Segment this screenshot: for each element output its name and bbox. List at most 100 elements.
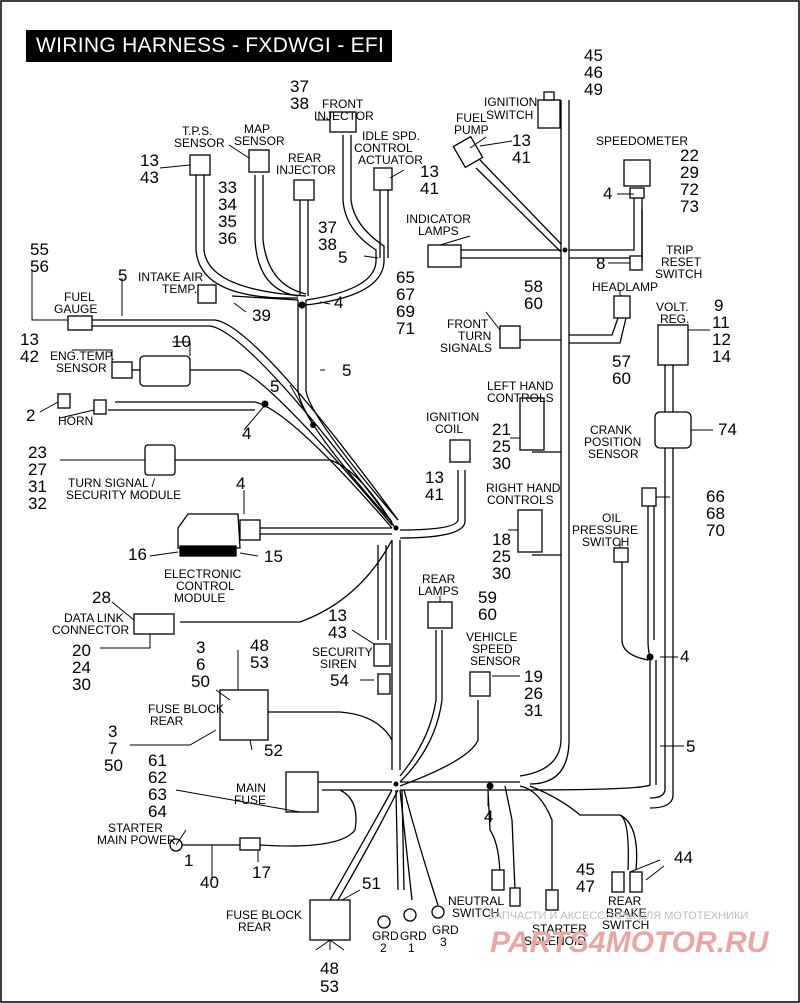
label-oil-pressure: SWITCH bbox=[582, 535, 629, 549]
ref-number: 65 bbox=[396, 268, 415, 287]
ref-number: 13 bbox=[328, 606, 347, 625]
ref-number: 30 bbox=[492, 564, 511, 583]
ref-number: 34 bbox=[218, 195, 237, 214]
label-vehicle-speed: SPEED bbox=[472, 642, 513, 656]
label-headlamp: HEADLAMP bbox=[592, 280, 658, 294]
ref-number: 41 bbox=[420, 179, 439, 198]
ref-number: 48 bbox=[250, 636, 269, 655]
ref-number: 12 bbox=[712, 330, 731, 349]
ref-number: 15 bbox=[264, 547, 283, 566]
ref-number: 30 bbox=[492, 454, 511, 473]
label-map-sensor: MAP bbox=[244, 122, 270, 136]
component-labels: IGNITION SWITCH 45 46 49 FUEL PUMP 13 41… bbox=[20, 46, 737, 996]
diagram-title: WIRING HARNESS - FXDWGI - EFI bbox=[26, 30, 392, 62]
label-idle-speed: IDLE SPD. bbox=[362, 129, 420, 143]
ref-number: 25 bbox=[492, 547, 511, 566]
label-fuse-block-rear: REAR bbox=[238, 920, 272, 934]
label-turn-security: TURN SIGNAL / bbox=[68, 476, 156, 490]
ref-number: 13 bbox=[512, 131, 531, 150]
label-rear-brake: REAR bbox=[608, 894, 642, 908]
ref-number: 37 bbox=[290, 77, 309, 96]
harness-wires bbox=[92, 100, 674, 906]
label-data-link: CONNECTOR bbox=[52, 623, 129, 637]
ref-number: 70 bbox=[706, 521, 725, 540]
ref-number: 63 bbox=[148, 785, 167, 804]
label-starter-main: MAIN POWER bbox=[97, 833, 176, 847]
label-right-controls: RIGHT HAND bbox=[486, 481, 561, 495]
ref-number: 11 bbox=[712, 313, 730, 332]
ref-number: 61 bbox=[148, 751, 167, 770]
ref-number: 4 bbox=[242, 424, 251, 443]
ref-number: 42 bbox=[20, 347, 39, 366]
label-ground: GRD bbox=[432, 923, 459, 937]
ref-number: 58 bbox=[524, 277, 543, 296]
label-ground: 3 bbox=[440, 935, 447, 949]
label-neutral-switch: SWITCH bbox=[452, 906, 499, 920]
label-tps-sensor: T.P.S. bbox=[182, 124, 212, 138]
label-oil-pressure: PRESSURE bbox=[572, 523, 638, 537]
ref-number: 43 bbox=[140, 168, 159, 187]
ref-number: 56 bbox=[30, 257, 49, 276]
ref-number: 19 bbox=[524, 667, 543, 686]
label-tps-sensor: SENSOR bbox=[174, 136, 225, 150]
ref-number: 13 bbox=[425, 468, 444, 487]
label-indicator-lamps: LAMPS bbox=[418, 224, 459, 238]
ref-number: 20 bbox=[72, 641, 91, 660]
label-rear-injector: REAR bbox=[288, 151, 322, 165]
label-starter-main: STARTER bbox=[108, 821, 163, 835]
ref-number: 54 bbox=[330, 671, 349, 690]
ref-number: 13 bbox=[140, 151, 159, 170]
label-intake-air: INTAKE AIR bbox=[138, 270, 203, 284]
ref-number: 4 bbox=[236, 474, 245, 493]
ref-number: 24 bbox=[72, 658, 91, 677]
label-left-controls: LEFT HAND bbox=[487, 379, 554, 393]
label-fuel-pump: FUEL bbox=[456, 111, 487, 125]
ref-number: 47 bbox=[576, 877, 595, 896]
label-ground: 1 bbox=[408, 941, 415, 955]
ref-number: 29 bbox=[680, 163, 699, 182]
label-ignition-coil: IGNITION bbox=[426, 410, 479, 424]
ref-number: 72 bbox=[680, 180, 699, 199]
label-crank-sensor: CRANK bbox=[590, 423, 632, 437]
label-vehicle-speed: SENSOR bbox=[470, 654, 521, 668]
label-intake-air: TEMP. bbox=[162, 282, 197, 296]
ref-number: 67 bbox=[396, 285, 415, 304]
ref-number: 5 bbox=[270, 377, 279, 396]
label-left-controls: CONTROLS bbox=[487, 391, 554, 405]
label-turn-security: SECURITY MODULE bbox=[66, 488, 181, 502]
label-fuse-block-rear: FUSE BLOCK bbox=[148, 702, 224, 716]
label-ignition-switch: IGNITION bbox=[484, 95, 537, 109]
label-idle-speed: ACTUATOR bbox=[358, 153, 423, 167]
ref-number: 3 bbox=[108, 722, 117, 741]
ref-number: 64 bbox=[148, 802, 167, 821]
ref-number: 23 bbox=[28, 443, 47, 462]
label-ecm: MODULE bbox=[174, 591, 225, 605]
ref-number: 60 bbox=[612, 369, 631, 388]
label-ecm: CONTROL bbox=[176, 579, 235, 593]
ref-number: 45 bbox=[584, 46, 603, 65]
ref-number: 69 bbox=[396, 302, 415, 321]
ref-number: 59 bbox=[478, 588, 497, 607]
ref-number: 71 bbox=[396, 319, 415, 338]
label-ignition-switch: SWITCH bbox=[486, 108, 533, 122]
label-oil-pressure: OIL bbox=[602, 511, 622, 525]
ref-number: 33 bbox=[218, 178, 237, 197]
ref-number: 37 bbox=[318, 218, 337, 237]
ref-number: 28 bbox=[92, 588, 111, 607]
ref-number: 50 bbox=[104, 756, 123, 775]
ref-number: 21 bbox=[492, 420, 511, 439]
ref-number: 3 bbox=[196, 638, 205, 657]
ref-number: 4 bbox=[484, 807, 493, 826]
ref-number: 9 bbox=[714, 296, 723, 315]
label-rear-brake: BRAKE bbox=[606, 906, 647, 920]
ref-number: 38 bbox=[318, 235, 337, 254]
label-speedometer: SPEEDOMETER bbox=[596, 134, 688, 148]
ref-number: 16 bbox=[128, 545, 147, 564]
ref-number: 51 bbox=[362, 874, 381, 893]
label-trip-reset: TRIP bbox=[666, 243, 693, 257]
label-ground: 2 bbox=[380, 941, 387, 955]
label-starter-solenoid: SOLENOID bbox=[524, 934, 586, 948]
leader-lines bbox=[31, 119, 713, 951]
